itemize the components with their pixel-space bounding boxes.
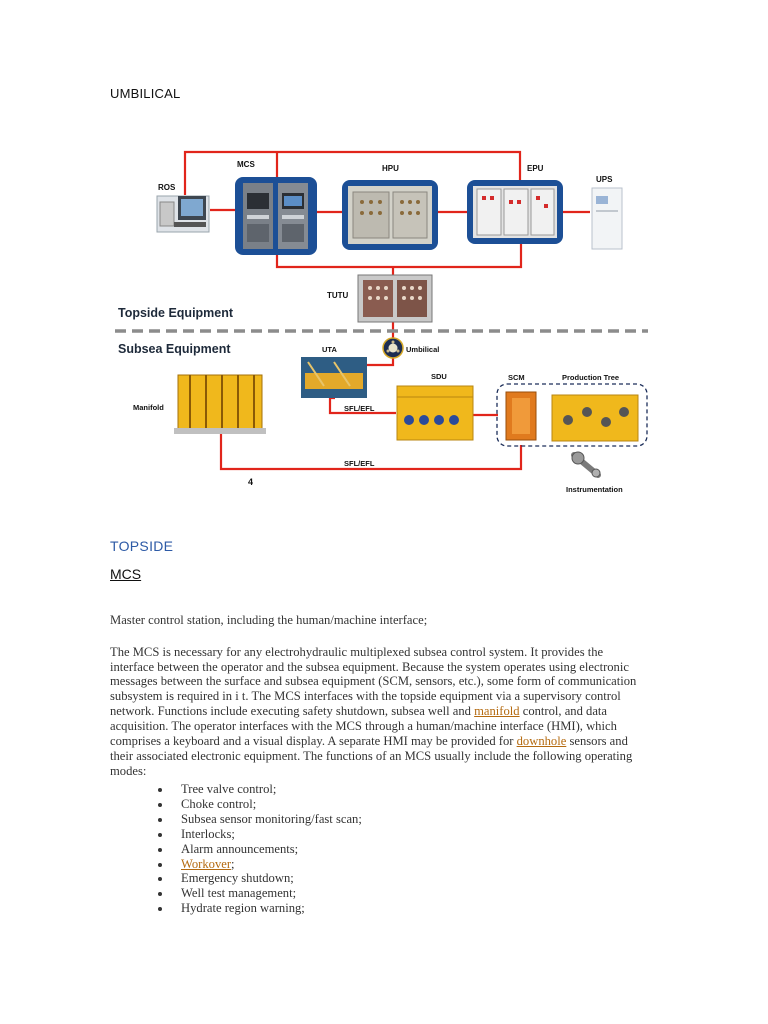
sfl-efl-lower-label: SFL/EFL bbox=[344, 459, 375, 468]
list-item: Workover; bbox=[158, 857, 362, 872]
list-item: Choke control; bbox=[158, 797, 362, 812]
umbilical-cable-icon bbox=[383, 338, 403, 358]
subsea-control-system-diagram: ROS MCS HPU bbox=[100, 140, 660, 510]
subsection-heading-mcs: MCS bbox=[110, 566, 141, 582]
mcs-cabinet-icon bbox=[235, 177, 317, 255]
manifold-label: Manifold bbox=[133, 403, 164, 412]
tutu-label: TUTU bbox=[327, 291, 349, 300]
scm-label: SCM bbox=[508, 373, 525, 382]
section-heading-topside: TOPSIDE bbox=[110, 538, 173, 554]
operating-modes-list: Tree valve control; Choke control; Subse… bbox=[158, 782, 362, 916]
uta-structure-icon bbox=[301, 357, 367, 398]
ups-label: UPS bbox=[596, 175, 613, 184]
instrumentation-label: Instrumentation bbox=[566, 485, 623, 494]
intro-paragraph: Master control station, including the hu… bbox=[110, 613, 670, 628]
document-title: UMBILICAL bbox=[110, 86, 180, 101]
manifold-link[interactable]: manifold bbox=[474, 704, 519, 718]
manifold-structure-icon bbox=[174, 375, 266, 434]
list-item: Subsea sensor monitoring/fast scan; bbox=[158, 812, 362, 827]
workover-link[interactable]: Workover bbox=[181, 857, 231, 871]
ros-workstation-icon bbox=[157, 196, 209, 232]
mcs-label: MCS bbox=[237, 160, 255, 169]
list-item: Well test management; bbox=[158, 886, 362, 901]
ros-label: ROS bbox=[158, 183, 176, 192]
topside-equipment-label: Topside Equipment bbox=[118, 306, 234, 320]
sdu-label: SDU bbox=[431, 372, 447, 381]
ups-unit-icon bbox=[592, 188, 622, 249]
list-item: Alarm announcements; bbox=[158, 842, 362, 857]
tutu-unit-icon bbox=[358, 275, 432, 322]
sdu-unit-icon bbox=[397, 386, 473, 440]
production-tree-label: Production Tree bbox=[562, 373, 619, 382]
uta-label: UTA bbox=[322, 345, 337, 354]
epu-label: EPU bbox=[527, 164, 544, 173]
hpu-label: HPU bbox=[382, 164, 399, 173]
subsea-tree-group bbox=[497, 384, 647, 446]
body-paragraph: The MCS is necessary for any electrohydr… bbox=[110, 645, 650, 779]
list-item: Emergency shutdown; bbox=[158, 871, 362, 886]
list-item: Tree valve control; bbox=[158, 782, 362, 797]
sfl-efl-upper-label: SFL/EFL bbox=[344, 404, 375, 413]
downhole-link[interactable]: downhole bbox=[517, 734, 567, 748]
list-item: Interlocks; bbox=[158, 827, 362, 842]
figure-page-number: 4 bbox=[248, 477, 253, 487]
instrumentation-sensor-icon bbox=[572, 452, 600, 477]
epu-panel-icon bbox=[467, 180, 563, 244]
subsea-equipment-label: Subsea Equipment bbox=[118, 342, 231, 356]
umbilical-label: Umbilical bbox=[406, 345, 439, 354]
list-item: Hydrate region warning; bbox=[158, 901, 362, 916]
hpu-unit-icon bbox=[342, 180, 438, 250]
